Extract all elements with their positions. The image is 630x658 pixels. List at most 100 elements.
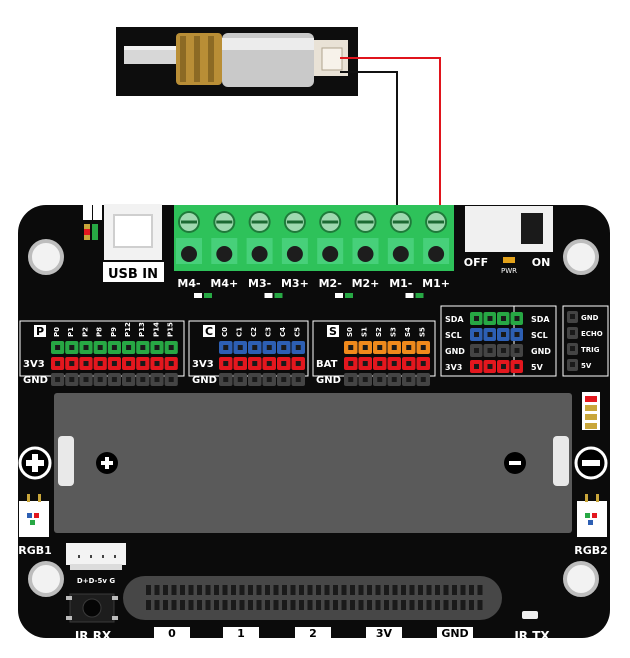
power-switch[interactable]: [465, 206, 553, 252]
header-title-box: [34, 325, 46, 337]
battery-minus-icon: [504, 452, 526, 474]
edge-connector-pin: [316, 585, 321, 595]
edge-connector-pin: [392, 600, 398, 610]
edge-connector-pin: [299, 585, 304, 595]
terminal-hole: [216, 246, 233, 262]
edge-connector-pin: [163, 585, 168, 595]
edge-connector-pin: [418, 600, 423, 610]
header-pin: [223, 345, 229, 350]
row-label: BAT: [316, 359, 338, 370]
header-pin: [501, 316, 506, 321]
edge-connector-pin: [469, 585, 474, 595]
edge-connector-pin: [333, 600, 338, 610]
edge-connector-pin: [282, 585, 287, 595]
i2c-label-left: GND: [445, 347, 465, 356]
edge-connector-pin: [256, 585, 262, 595]
edge-connector-pin: [392, 585, 398, 595]
direction-led: [345, 293, 353, 298]
edge-connector-pin: [477, 585, 483, 595]
edge-connector-pin: [341, 600, 347, 610]
edge-connector-pin: [316, 600, 321, 610]
motor-port-label: M4-: [177, 277, 200, 290]
header-pin: [348, 345, 354, 350]
edge-connector-pin: [222, 585, 228, 595]
header-pin: [514, 316, 520, 321]
header-pin: [420, 377, 426, 382]
header-pin: [514, 348, 520, 353]
header-pin: [154, 377, 160, 382]
header-pin: [140, 377, 146, 382]
ultrasonic-pin-label: GND: [581, 314, 599, 322]
usb-label: USB IN: [108, 267, 158, 282]
pin-label: C4: [279, 327, 287, 337]
header-pin: [487, 316, 493, 321]
header-pin: [487, 332, 493, 337]
header-pin: [111, 345, 117, 350]
edge-connector-pin: [350, 600, 355, 610]
i2c-label-left: 3V3: [445, 363, 462, 372]
header-title: P: [36, 325, 44, 338]
header-pin: [487, 348, 493, 353]
header-pin: [154, 345, 160, 350]
pin-label: P15: [167, 322, 175, 337]
serial-pin-labels: D+D-5v G: [77, 577, 115, 585]
pin-label: C1: [236, 327, 244, 337]
i2c-label-left: SCL: [445, 331, 462, 340]
motor-port-label: M4+: [210, 277, 238, 290]
header-pin: [406, 377, 412, 382]
terminal-hole: [286, 246, 303, 262]
header-pin: [281, 377, 287, 382]
edge-connector-pin: [358, 600, 364, 610]
header-pin: [97, 345, 103, 350]
edge-connector-pin: [231, 585, 236, 595]
terminal-hole: [181, 246, 197, 262]
edge-connector-pin: [154, 585, 160, 595]
header-pin: [154, 361, 160, 366]
header-pin: [126, 377, 132, 382]
edge-connector-pin: [384, 585, 389, 595]
header-pin: [501, 332, 506, 337]
header-pin: [252, 361, 258, 366]
motor-port-labels: M4-M4+M3-M3+M2-M2+M1-M1+: [177, 277, 450, 290]
row-label: GND: [23, 375, 48, 386]
direction-led: [335, 293, 343, 298]
edge-connector-pin: [188, 600, 194, 610]
motor-port-label: M1-: [389, 277, 412, 290]
header-pin: [377, 377, 383, 382]
edge-connector-pin: [222, 600, 228, 610]
header-pin: [69, 377, 75, 382]
header-pin: [55, 377, 61, 382]
ir-rx-label: IR RX: [75, 629, 112, 643]
pin-label: S2: [375, 327, 383, 337]
edge-connector-pin: [154, 600, 160, 610]
edge-connector-pin: [265, 600, 270, 610]
edge-pad-label: GND: [441, 627, 468, 640]
terminal-hole: [428, 246, 445, 262]
pin-label: P14: [152, 322, 160, 337]
header-pin: [252, 345, 258, 350]
header-pin: [514, 332, 520, 337]
edge-pad: [223, 627, 259, 638]
edge-connector-pin: [341, 585, 347, 595]
edge-connector-pin: [401, 585, 406, 595]
direction-led: [405, 293, 414, 298]
row-label: GND: [192, 375, 217, 386]
header-pin: [126, 345, 132, 350]
pin-label: C5: [294, 327, 302, 337]
pin-label: P0: [53, 327, 61, 337]
ultrasonic-pin-label: 5V: [581, 362, 592, 370]
header-pin: [237, 377, 243, 382]
edge-connector-pin: [452, 585, 457, 595]
header-pin: [295, 345, 301, 350]
motor-port-label: M3+: [281, 277, 309, 290]
ultrasonic-pin-label: ECHO: [581, 330, 603, 338]
usb-label-bg: [103, 262, 164, 282]
terminal-hole: [392, 246, 409, 262]
pin-label: C0: [221, 327, 229, 337]
header-pin: [377, 345, 383, 350]
rgb2-led: [577, 494, 607, 537]
